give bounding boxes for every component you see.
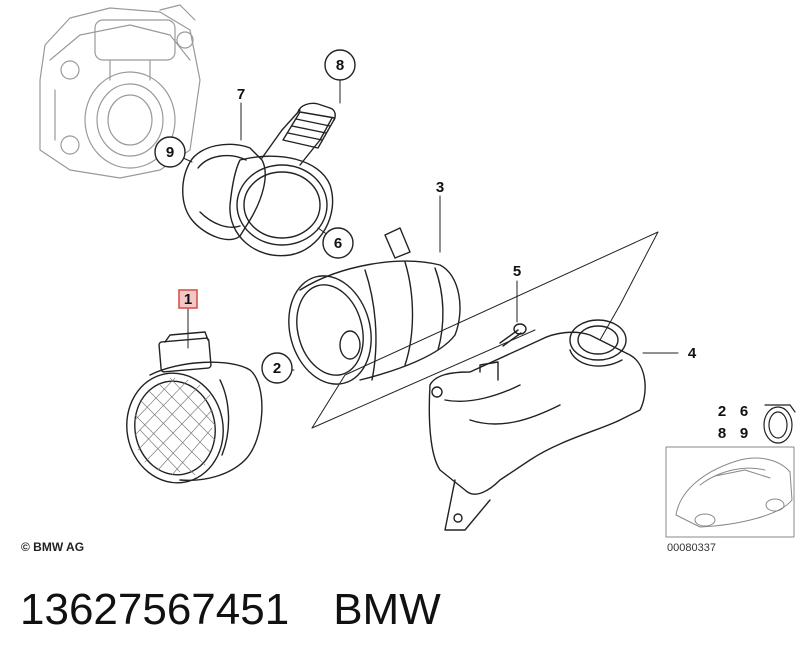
kit-number: 8 bbox=[718, 425, 726, 442]
part-7-intake-boot bbox=[182, 143, 266, 241]
throttle-body bbox=[39, 4, 201, 179]
callout-3-label: 3 bbox=[436, 179, 444, 196]
callout-6[interactable]: 6 bbox=[322, 227, 354, 259]
assembly-outline bbox=[311, 231, 659, 429]
callout-2-label: 2 bbox=[273, 360, 281, 377]
part-6-intake-elbow bbox=[229, 109, 334, 257]
part-8-vent-hose bbox=[282, 102, 336, 149]
part-footer: 13627567451 BMW bbox=[20, 585, 441, 635]
part-4-resonator bbox=[428, 319, 646, 531]
callout-1-label: 1 bbox=[184, 291, 192, 308]
part-number: 13627567451 bbox=[20, 585, 290, 634]
callout-5-label: 5 bbox=[513, 263, 521, 280]
kit-number: 9 bbox=[740, 425, 748, 442]
callout-6-label: 6 bbox=[334, 235, 342, 252]
callout-5[interactable]: 5 bbox=[513, 263, 521, 280]
callout-7-label: 7 bbox=[237, 86, 245, 103]
copyright-text: © BMW AG bbox=[21, 540, 85, 554]
callout-8[interactable]: 8 bbox=[324, 49, 356, 81]
callout-4[interactable]: 4 bbox=[688, 345, 697, 362]
callout-4-label: 4 bbox=[688, 345, 697, 362]
callout-7[interactable]: 7 bbox=[237, 86, 245, 103]
kit-numbers: 2 6 8 9 bbox=[718, 403, 748, 442]
part-3-connector-sleeve bbox=[288, 227, 461, 385]
clamp-icon bbox=[763, 404, 796, 444]
vehicle-inset bbox=[665, 446, 795, 538]
part-1-air-mass-meter bbox=[126, 331, 263, 484]
callout-2[interactable]: 2 bbox=[261, 352, 293, 384]
callout-1[interactable]: 1 bbox=[178, 289, 198, 309]
kit-number: 6 bbox=[740, 403, 748, 420]
kit-number: 2 bbox=[718, 403, 726, 420]
diagram-reference-code: 00080337 bbox=[667, 542, 716, 554]
brand-name: BMW bbox=[333, 585, 441, 634]
callout-9-label: 9 bbox=[166, 144, 174, 161]
callout-3[interactable]: 3 bbox=[436, 179, 444, 196]
callout-9[interactable]: 9 bbox=[154, 136, 186, 168]
callout-8-label: 8 bbox=[336, 57, 344, 74]
part-5-screw bbox=[499, 323, 527, 347]
